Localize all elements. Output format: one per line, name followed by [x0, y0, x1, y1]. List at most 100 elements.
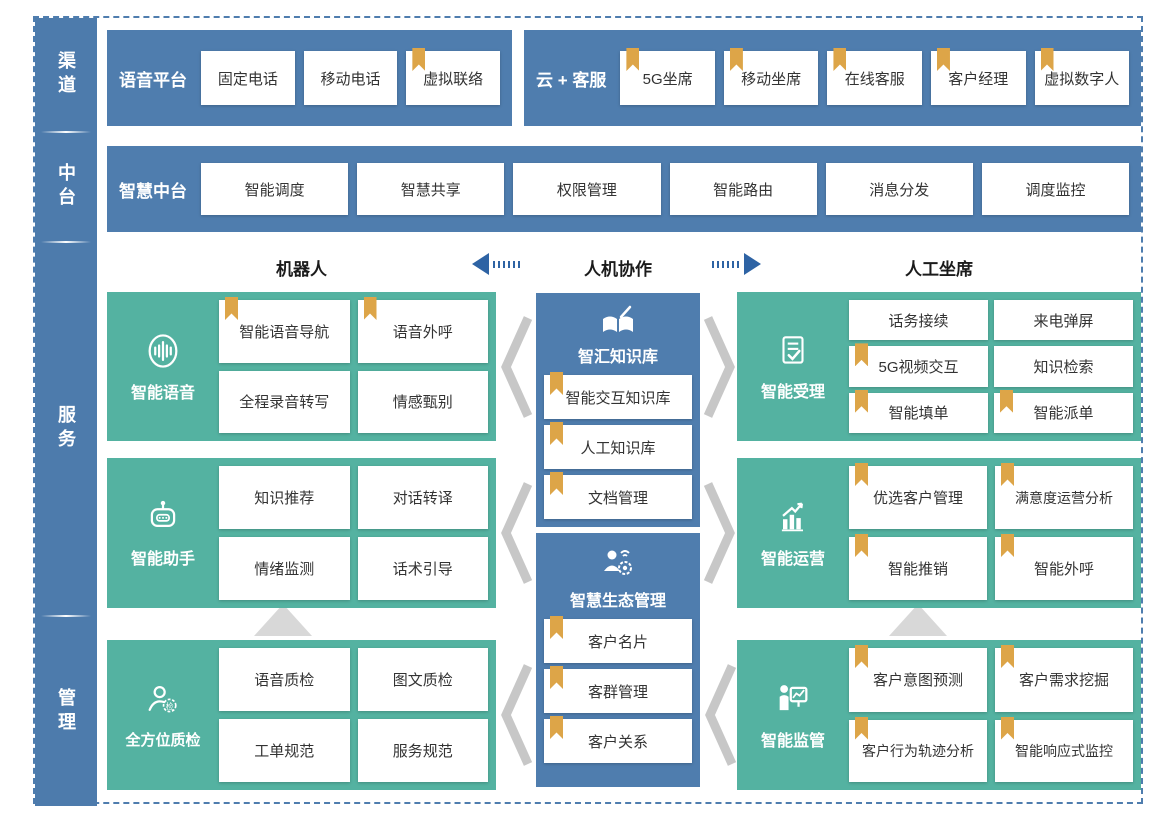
panel-title: 智能监管 — [760, 733, 825, 750]
platform-box: 消息分发 — [825, 163, 973, 215]
box-label: 全程录音转写 — [239, 394, 330, 412]
bookmark-icon — [729, 48, 743, 71]
feature-box: 语音质检 — [219, 648, 350, 711]
feature-box: 优选客户管理 — [849, 463, 987, 529]
feature-box: 情绪监测 — [219, 537, 350, 600]
middle-platform-panel: 智慧中台 智能调度 智慧共享 权限管理 智能路由 消息分发 调度监控 — [107, 146, 1141, 232]
box-label: 智能响应式监控 — [1015, 742, 1113, 759]
box-label: 客户需求挖掘 — [1018, 672, 1109, 690]
feature-box: 智能派单 — [994, 389, 1133, 433]
bookmark-icon — [550, 666, 563, 689]
chevron-right-icon — [703, 482, 735, 584]
panel-title: 智能语音 — [130, 384, 195, 402]
feature-box: 智能推销 — [849, 534, 987, 600]
box-label: 智慧共享 — [400, 181, 461, 199]
channel-box: 客户经理 — [930, 48, 1026, 105]
box-label: 客户名片 — [587, 633, 648, 651]
box-label: 情感甄别 — [392, 394, 453, 412]
arrow-left-icon — [472, 253, 521, 275]
quality-inspector-icon: 检 — [143, 681, 183, 721]
bookmark-icon — [855, 389, 868, 413]
knowledge-box: 文档管理 — [544, 472, 692, 519]
sidebar-divider — [41, 131, 91, 133]
box-label: 客户经理 — [948, 70, 1009, 88]
platform-box: 智能路由 — [669, 163, 817, 215]
knowledge-box: 智能交互知识库 — [544, 372, 692, 419]
box-label: 虚拟数字人 — [1044, 70, 1120, 88]
smart-assistant-panel: 智能助手 知识推荐 对话转译 情绪监测 话术引导 — [107, 458, 496, 608]
box-label: 智能派单 — [1033, 405, 1094, 423]
panel-title: 全方位质检 — [125, 731, 201, 749]
box-label: 优选客户管理 — [872, 490, 963, 507]
bookmark-icon — [412, 48, 426, 71]
box-label: 5G坐席 — [642, 70, 693, 88]
box-label: 虚拟联络 — [423, 70, 484, 88]
feature-box: 语音外呼 — [357, 297, 488, 363]
bookmark-icon — [1040, 48, 1054, 71]
feature-box: 来电弹屏 — [994, 300, 1133, 341]
robot-column-header: 机器人 — [276, 260, 327, 279]
bookmark-icon — [1001, 463, 1014, 486]
knowledge-box: 客户名片 — [544, 616, 692, 663]
sidebar-section-channel: 渠道 — [35, 18, 97, 131]
smart-supervision-panel: 智能监管 客户意图预测 客户需求挖掘 客户行为轨迹分析 智能响应式监控 — [737, 640, 1141, 790]
box-label: 情绪监测 — [254, 561, 315, 578]
box-label: 满意度运营分析 — [1015, 489, 1113, 506]
bookmark-icon — [936, 48, 950, 71]
sidebar-section-service: 服务 — [35, 243, 97, 615]
feature-box: 情感甄别 — [357, 370, 488, 433]
box-label: 智能语音导航 — [239, 323, 330, 341]
sidebar-label: 渠道 — [56, 50, 76, 99]
chevron-right-icon — [703, 316, 735, 418]
panel-title: 智能助手 — [130, 551, 195, 568]
box-label: 话术引导 — [392, 561, 453, 578]
sidebar-label: 管理 — [56, 687, 76, 736]
box-label: 人工知识库 — [580, 439, 656, 457]
platform-box: 智慧共享 — [357, 163, 505, 215]
bookmark-icon — [363, 297, 377, 320]
feature-box: 图文质检 — [357, 648, 488, 711]
box-label: 5G视频交互 — [878, 358, 959, 376]
sidebar-divider — [41, 615, 91, 617]
box-label: 移动坐席 — [741, 70, 802, 88]
platform-box: 智能调度 — [201, 163, 349, 215]
channel-box: 5G坐席 — [620, 48, 715, 105]
up-arrow-icon — [254, 604, 312, 636]
panel-title: 云 + 客服 — [536, 70, 607, 90]
box-label: 知识检索 — [1033, 358, 1094, 376]
box-label: 对话转译 — [392, 490, 453, 507]
feature-box: 客户需求挖掘 — [995, 645, 1133, 712]
presenter-board-icon — [773, 679, 813, 719]
feature-box: 智能填单 — [849, 389, 988, 433]
bookmark-icon — [833, 48, 847, 71]
panel-title: 语音平台 — [119, 70, 187, 90]
box-label: 文档管理 — [587, 489, 648, 507]
channel-box: 虚拟联络 — [406, 48, 501, 105]
bookmark-icon — [626, 48, 640, 71]
box-label: 智能填单 — [888, 405, 949, 423]
box-label: 知识推荐 — [254, 490, 315, 507]
sidebar-section-middle-platform: 中台 — [35, 133, 97, 241]
smart-acceptance-panel: 智能受理 话务接续 来电弹屏 5G视频交互 知识检索 智能填单 智能派单 — [737, 292, 1141, 441]
channel-box: 移动电话 — [303, 51, 398, 105]
sidebar-section-management: 管理 — [35, 617, 97, 806]
box-label: 语音质检 — [254, 672, 315, 689]
feature-box: 话务接续 — [849, 300, 988, 341]
feature-box: 对话转译 — [357, 466, 488, 529]
collaboration-header: 人机协作 — [584, 260, 652, 279]
sidebar-divider — [41, 241, 91, 243]
box-label: 语音外呼 — [392, 323, 453, 341]
bookmark-icon — [1001, 534, 1014, 557]
bookmark-icon — [550, 422, 563, 445]
box-label: 客户关系 — [587, 733, 648, 751]
channel-box: 固定电话 — [201, 51, 295, 105]
box-label: 智能外呼 — [1033, 561, 1094, 578]
bookmark-icon — [1001, 645, 1014, 668]
feature-box: 工单规范 — [219, 719, 350, 782]
panel-title: 智汇知识库 — [577, 349, 658, 366]
feature-box: 满意度运营分析 — [995, 463, 1133, 529]
knowledge-base-panel: 智汇知识库 智能交互知识库 人工知识库 文档管理 — [536, 293, 700, 527]
feature-box: 5G视频交互 — [849, 343, 988, 387]
box-label: 工单规范 — [254, 743, 315, 760]
